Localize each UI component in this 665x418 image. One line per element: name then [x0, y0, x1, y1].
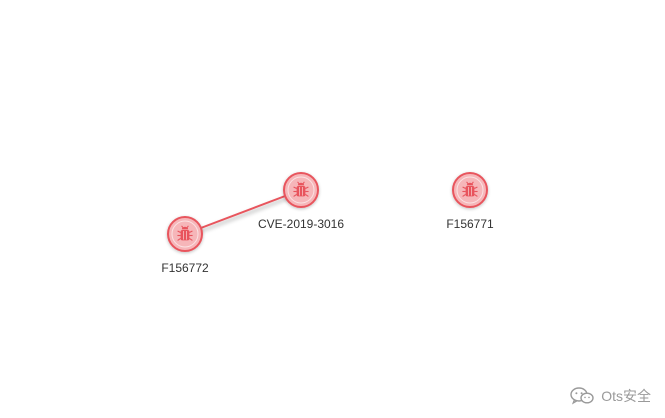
node-inner-ring [456, 176, 484, 204]
graph-node-cve-2019-3016[interactable]: CVE-2019-3016 [258, 172, 344, 231]
wechat-icon [570, 387, 594, 405]
node-label: F156771 [446, 217, 494, 231]
watermark: Ots安全 [569, 386, 651, 406]
graph-node-f156771[interactable]: F156771 [446, 172, 494, 231]
graph-node-f156772[interactable]: F156772 [161, 216, 209, 275]
edges-layer [184, 189, 470, 235]
node-inner-ring [171, 220, 199, 248]
node-label: CVE-2019-3016 [258, 217, 344, 231]
node-inner-ring [287, 176, 315, 204]
graph-edge-n1-n3[interactable] [184, 189, 302, 235]
node-label: F156772 [161, 261, 209, 275]
watermark-text: Ots安全 [601, 388, 651, 404]
